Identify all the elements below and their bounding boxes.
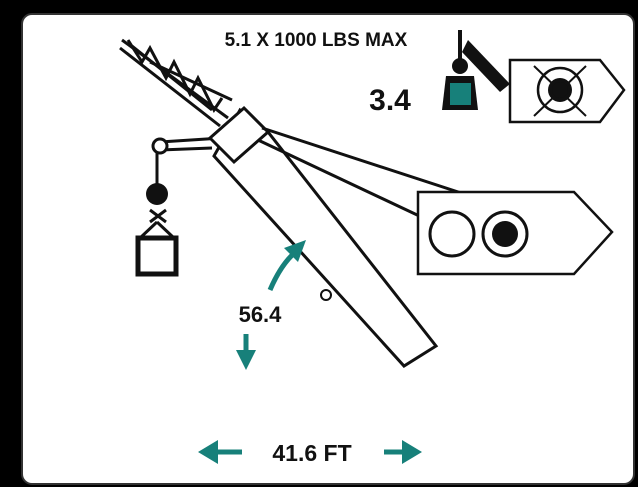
angle-value: 56.4 bbox=[239, 302, 283, 327]
boom-angle-indicator bbox=[236, 240, 306, 370]
load-value: 3.4 bbox=[369, 84, 411, 117]
aux-hoist-reel-icon bbox=[508, 58, 626, 124]
hook-block-icon bbox=[135, 183, 179, 277]
jib-lattice-icon bbox=[119, 38, 233, 128]
weight-block-icon bbox=[442, 30, 510, 110]
main-hoist-reels-icon bbox=[416, 190, 614, 276]
radius-value: 41.6 FT bbox=[272, 440, 351, 466]
capacity-label: 5.1 X 1000 LBS MAX bbox=[225, 30, 408, 51]
radius-indicator bbox=[198, 440, 422, 464]
